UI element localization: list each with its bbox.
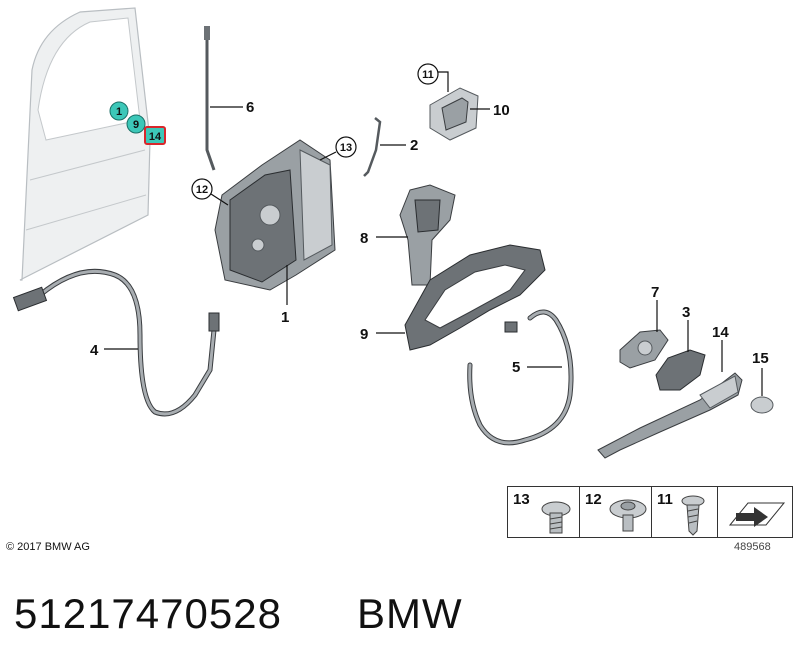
callout-10: 10 xyxy=(493,102,510,119)
callout-7: 7 xyxy=(651,284,659,301)
part-14-door-handle[interactable] xyxy=(597,372,743,459)
part-number: 51217470528 xyxy=(14,590,282,637)
part-4-bowden-cable[interactable] xyxy=(12,268,220,417)
flange-screw-icon xyxy=(609,499,647,532)
callout-8: 8 xyxy=(360,230,368,247)
diagram-number: 489568 xyxy=(734,541,771,553)
part-6-operating-rod[interactable] xyxy=(204,26,216,171)
callout-11-top: 11 xyxy=(417,63,439,85)
callout-1: 1 xyxy=(281,309,289,326)
callout-9: 9 xyxy=(360,326,368,343)
callout-12: 12 xyxy=(191,178,213,200)
part-10-striker[interactable] xyxy=(429,87,479,141)
part-9-handle-carrier[interactable] xyxy=(404,244,546,351)
leader-13 xyxy=(319,151,337,161)
part-3-gasket[interactable] xyxy=(655,349,706,391)
callout-15: 15 xyxy=(752,350,769,367)
part-7-cover-cap[interactable] xyxy=(619,329,669,369)
svg-text:12: 12 xyxy=(196,184,208,196)
fastener-cell-arrow xyxy=(718,487,792,537)
brand-name: BMW xyxy=(357,590,463,637)
callout-6: 6 xyxy=(246,99,254,116)
callout-2: 2 xyxy=(410,137,418,154)
pan-head-screw-icon xyxy=(541,501,571,534)
svg-text:1: 1 xyxy=(116,106,122,118)
part-2-rod[interactable] xyxy=(363,117,382,177)
fastener-cell-13[interactable]: 13 xyxy=(508,487,580,537)
door-marker-1[interactable]: 1 xyxy=(109,101,129,121)
callout-13: 13 xyxy=(335,136,357,158)
part-1-door-lock[interactable] xyxy=(214,139,336,291)
leader-11 xyxy=(438,71,449,92)
svg-text:13: 13 xyxy=(340,142,352,154)
fastener-cell-11[interactable]: 11 xyxy=(652,487,718,537)
callout-3: 3 xyxy=(682,304,690,321)
part-5-bowden-cable[interactable] xyxy=(467,309,574,446)
countersunk-screw-icon xyxy=(681,495,705,536)
copyright-notice: © 2017 BMW AG xyxy=(6,541,90,553)
direction-arrow-icon xyxy=(728,502,786,527)
part-8-bracket[interactable] xyxy=(399,184,456,286)
svg-text:11: 11 xyxy=(422,69,434,81)
door-outline xyxy=(19,7,151,281)
door-marker-14[interactable]: 14 xyxy=(144,126,166,145)
part-15-clip[interactable] xyxy=(750,396,774,414)
fastener-table: 13 12 11 xyxy=(507,486,793,538)
svg-text:9: 9 xyxy=(133,119,139,131)
callout-14: 14 xyxy=(712,324,729,341)
svg-text:14: 14 xyxy=(149,131,162,143)
leader-12 xyxy=(210,193,229,206)
fastener-cell-12[interactable]: 12 xyxy=(580,487,652,537)
callout-4: 4 xyxy=(90,342,99,359)
door-marker-9[interactable]: 9 xyxy=(126,114,146,134)
callout-5: 5 xyxy=(512,359,520,376)
